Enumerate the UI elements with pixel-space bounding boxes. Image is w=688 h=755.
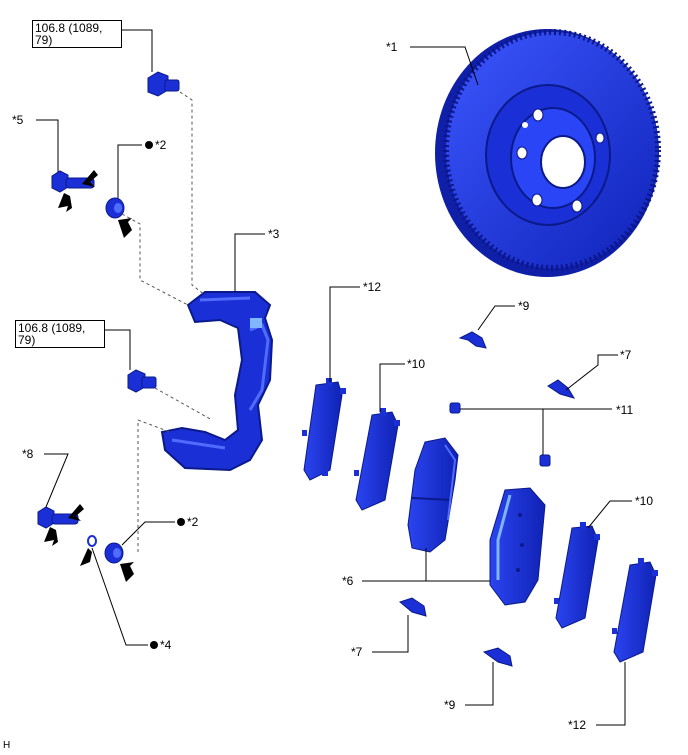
- dot-icon: [177, 518, 185, 526]
- pad-wear-indicator-b: [539, 454, 551, 467]
- callout-5: *5: [12, 113, 24, 127]
- callout-10-lower: *10: [635, 494, 654, 508]
- arrow-icon: [68, 504, 84, 521]
- disc-brake-pad-outer: [407, 437, 459, 553]
- callout-2-lower-text: *2: [187, 515, 199, 529]
- callout-3: *3: [268, 227, 280, 241]
- anti-squeal-shim-inner-right: [554, 522, 600, 629]
- arrow-icon: [80, 548, 92, 566]
- torque-value: 106.8 (1089,: [35, 21, 103, 35]
- callout-7-upper: *7: [620, 348, 632, 362]
- pad-support-plate-lower-9: [482, 647, 513, 667]
- boot-upper: [105, 197, 125, 219]
- caliper-bracket-bolt-lower: [127, 369, 157, 393]
- callout-4: *4: [150, 639, 171, 651]
- callout-8: *8: [22, 447, 34, 461]
- callout-9-lower: *9: [444, 698, 456, 712]
- arrow-icon: [44, 527, 58, 546]
- torque-spec-lower: 106.8 (1089, 79): [15, 320, 105, 348]
- torque-value-cont: 79): [35, 33, 53, 47]
- dot-icon: [145, 141, 153, 149]
- arrow-icon: [120, 562, 134, 582]
- arrow-icon: [118, 218, 132, 238]
- callout-2-lower: *2: [177, 516, 198, 528]
- brake-disc: [435, 29, 661, 277]
- dot-icon: [150, 641, 158, 649]
- anti-squeal-shim-outer-left: [302, 378, 346, 481]
- callout-6: *6: [342, 574, 354, 588]
- disc-brake-cylinder-mounting: [160, 291, 274, 472]
- bushing: [87, 535, 97, 547]
- anti-squeal-shim-inner-left: [354, 408, 400, 511]
- torque-spec-upper: 106.8 (1089, 79): [32, 20, 122, 48]
- pad-support-plate-upper-9: [458, 331, 487, 349]
- callout-12-lower: *12: [568, 718, 587, 732]
- callout-2-upper: *2: [145, 139, 166, 151]
- torque-value: 106.8 (1089,: [18, 321, 86, 335]
- pad-support-plate-upper-7: [547, 379, 576, 399]
- callout-4-text: *4: [160, 638, 172, 652]
- callout-10-upper: *10: [407, 357, 426, 371]
- anti-squeal-shim-outer-right: [612, 558, 658, 663]
- arrow-icon: [58, 193, 72, 212]
- torque-value-cont: 79): [18, 333, 36, 347]
- leader-lines: [36, 29, 632, 726]
- callout-11: *11: [616, 403, 634, 417]
- callout-2-upper-text: *2: [155, 138, 167, 152]
- callout-1: *1: [386, 40, 398, 54]
- boot-lower: [104, 542, 124, 564]
- disc-brake-pad-inner: [489, 487, 546, 606]
- figure-code: H: [3, 740, 11, 751]
- pad-support-plate-lower-7: [398, 597, 427, 617]
- callout-7-lower: *7: [351, 645, 363, 659]
- arrow-icon: [82, 170, 98, 187]
- assembly-dashed-lines: [121, 91, 213, 552]
- callout-12-upper: *12: [363, 280, 382, 294]
- caliper-bracket-bolt-upper: [147, 71, 180, 97]
- callout-9-upper: *9: [518, 299, 530, 313]
- arrow-icons: [44, 170, 134, 582]
- pad-wear-indicator-a: [449, 402, 461, 414]
